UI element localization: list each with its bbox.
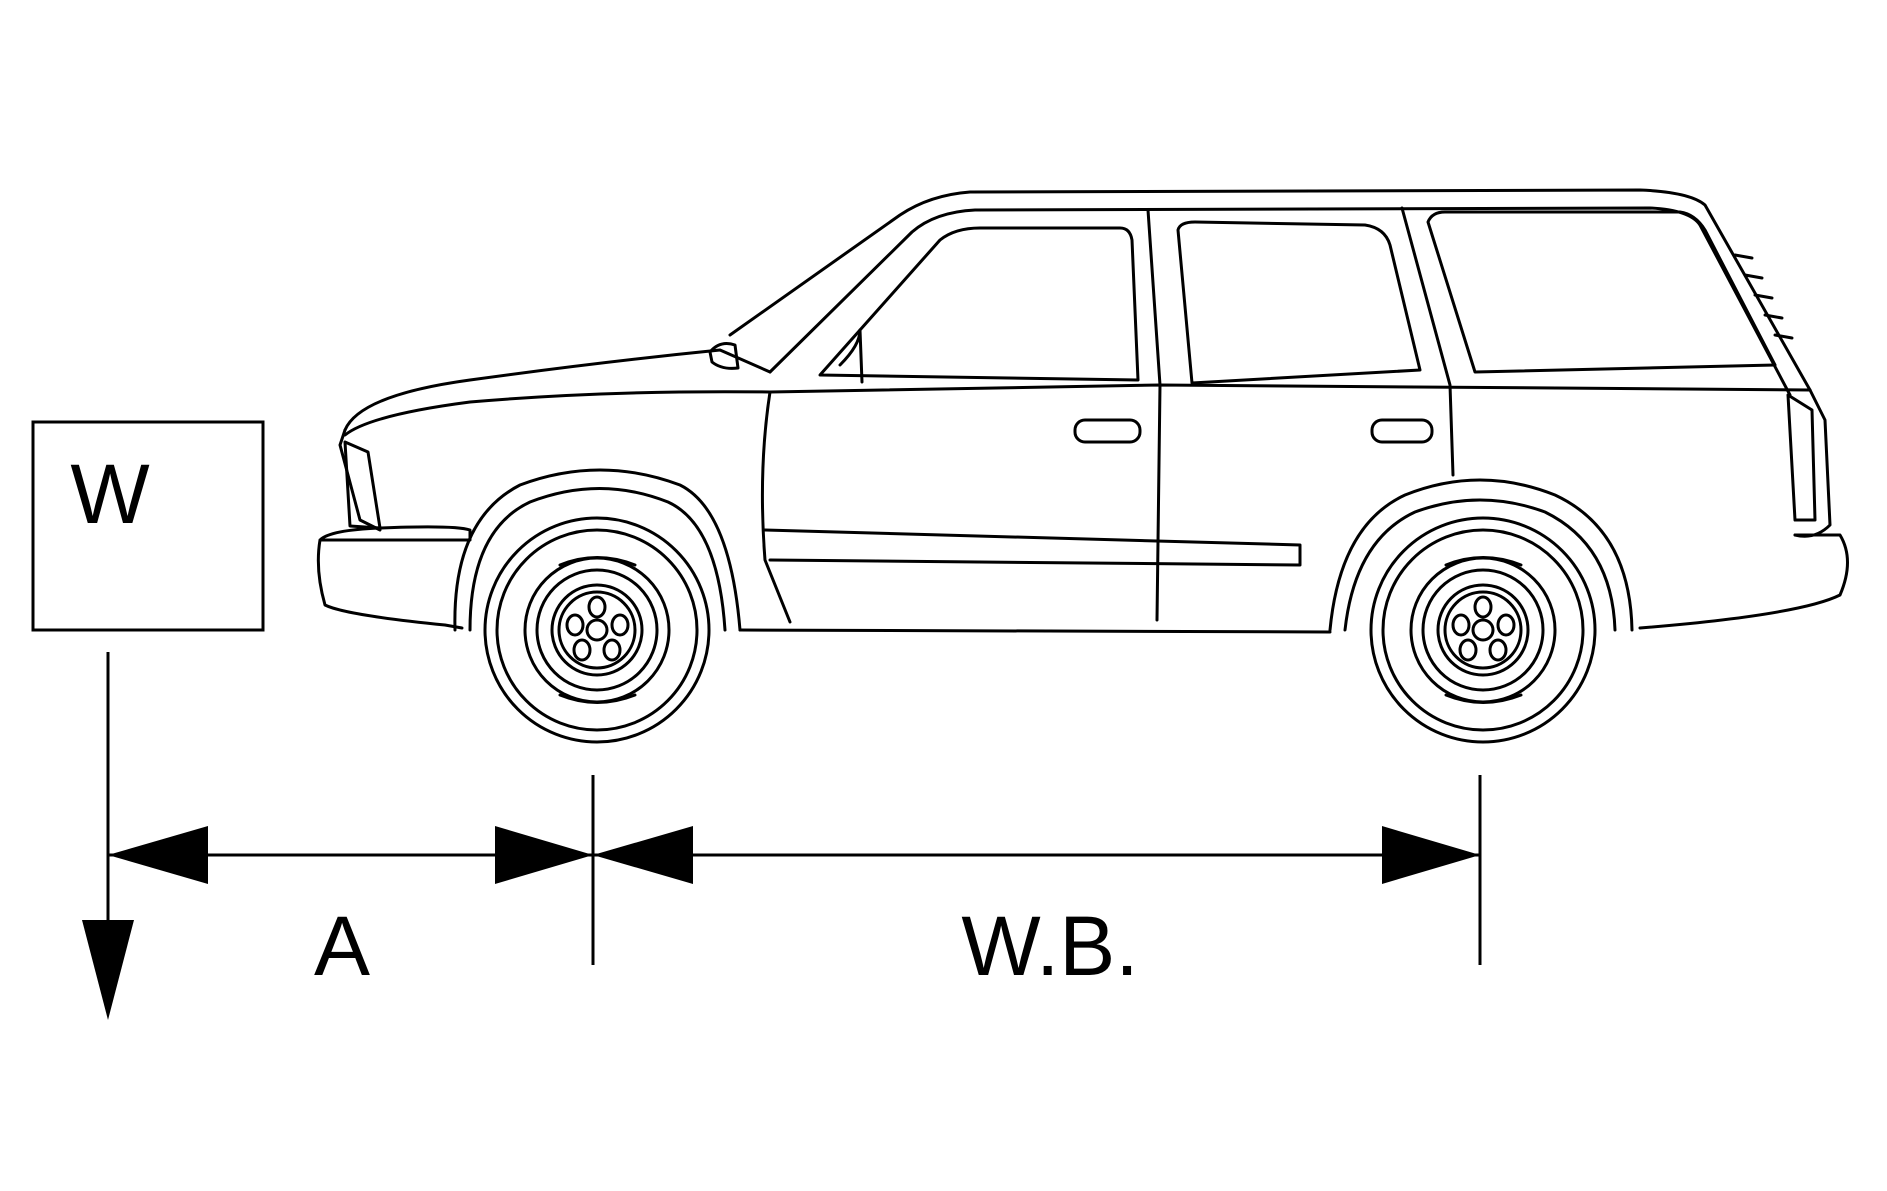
- rear-wheel-arch-inner: [1343, 498, 1617, 632]
- weight-down-arrow: [82, 652, 134, 1020]
- quarter-window: [1426, 210, 1777, 374]
- dimension-a-right-arrow-icon: [495, 826, 593, 884]
- wheelbase-label: W.B.: [961, 899, 1138, 993]
- b-pillar: [1146, 208, 1162, 622]
- rear-door-handle: [1370, 418, 1434, 444]
- body-beltline: [768, 383, 1812, 394]
- rear-hatch-stripes: [1733, 253, 1794, 340]
- rear-wheel: [1369, 516, 1597, 744]
- front-wheel-arch: [453, 468, 742, 632]
- weight-box-label: W: [70, 447, 149, 541]
- front-door-handle: [1073, 418, 1142, 444]
- c-pillar: [1400, 206, 1455, 477]
- suv-side-view-icon: [316, 188, 1849, 744]
- tail-lamp: [1786, 393, 1817, 522]
- rear-door-window: [1176, 220, 1422, 385]
- front-door-window: [818, 226, 1140, 382]
- front-wheel-arch-inner: [468, 487, 727, 632]
- hood-lower-line: [343, 390, 772, 437]
- body-sill-top: [763, 528, 1302, 567]
- wheelbase-right-arrow-icon: [1382, 826, 1480, 884]
- dimension-wheelbase: W.B.: [593, 826, 1480, 993]
- dimension-a-label: A: [314, 899, 370, 993]
- dimension-a: A: [108, 826, 593, 993]
- mirror: [708, 342, 740, 370]
- dimension-a-left-arrow-icon: [108, 826, 208, 884]
- rear-bumper: [1638, 533, 1849, 630]
- rear-hub: [1471, 618, 1495, 642]
- front-fascia: [338, 428, 382, 532]
- body-lower-sill: [738, 628, 1332, 634]
- front-bumper: [316, 525, 472, 630]
- weight-arrow-head-icon: [82, 920, 134, 1020]
- wheelbase-left-arrow-icon: [593, 826, 693, 884]
- weight-box: W: [31, 420, 265, 632]
- rear-wheel-arch: [1328, 478, 1634, 632]
- hood-line: [343, 348, 772, 432]
- weight-box-frame: [31, 420, 265, 632]
- front-window-vent: [838, 328, 864, 384]
- front-door-front-edge: [760, 390, 792, 624]
- front-wheel: [483, 516, 711, 744]
- roof-outline: [728, 188, 1812, 392]
- front-hub: [585, 618, 609, 642]
